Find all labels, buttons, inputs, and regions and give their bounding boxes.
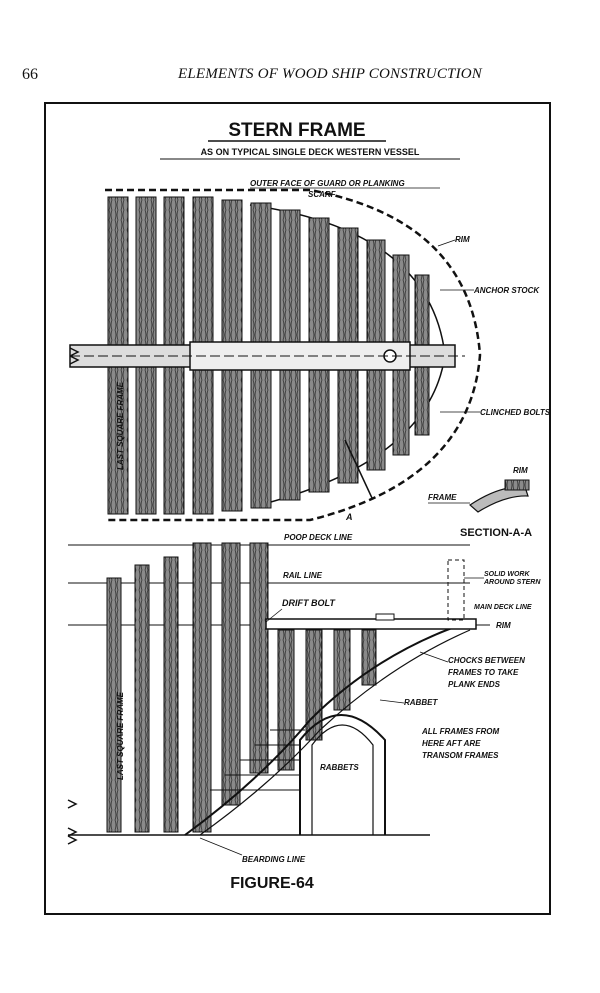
- transom-steps: [210, 729, 305, 791]
- figure-subtitle: AS ON TYPICAL SINGLE DECK WESTERN VESSEL: [201, 147, 420, 157]
- label-scarf: SCARF: [308, 190, 337, 199]
- elevation-frames: [106, 542, 377, 833]
- label-rim-section: RIM: [513, 466, 528, 475]
- label-clinched-bolts: CLINCHED BOLTS: [480, 408, 551, 417]
- main-deck-plank: [265, 618, 477, 630]
- label-last-square-frame-plan: LAST SQUARE FRAME: [116, 381, 125, 470]
- section-cut-line: [344, 439, 373, 499]
- label-rabbets: RABBETS: [320, 763, 359, 772]
- label-all-frames-2: HERE AFT ARE: [422, 739, 481, 748]
- page-number: 66: [22, 66, 38, 83]
- break-symbol-elevation: [67, 827, 78, 845]
- label-chocks-2: FRAMES TO TAKE: [448, 668, 519, 677]
- label-poop-deck-line: POOP DECK LINE: [284, 533, 353, 542]
- figure-title: STERN FRAME: [228, 120, 365, 141]
- label-all-frames-3: TRANSOM FRAMES: [422, 751, 499, 760]
- stern-curve: [184, 619, 476, 836]
- label-solid-work-1: SOLID WORK: [484, 571, 530, 578]
- label-rail-line: RAIL LINE: [283, 571, 323, 580]
- solid-work: [447, 559, 465, 621]
- label-chocks-3: PLANK ENDS: [448, 680, 501, 689]
- elevation-view: POOP DECK LINE RAIL LINE SOLID WORK AROU…: [67, 533, 541, 864]
- label-last-square-frame-elevation: LAST SQUARE FRAME: [116, 691, 125, 780]
- label-outer-face: OUTER FACE OF GUARD OR PLANKING: [250, 179, 405, 188]
- plan-view: OUTER FACE OF GUARD OR PLANKING SCARF RI…: [69, 179, 551, 522]
- label-rim-plan: RIM: [455, 235, 470, 244]
- label-chocks-1: CHOCKS BETWEEN: [448, 656, 525, 665]
- label-main-deck-line: MAIN DECK LINE: [474, 604, 532, 611]
- label-section-title: SECTION-A-A: [460, 527, 532, 539]
- label-rim-elevation: RIM: [496, 621, 511, 630]
- label-all-frames-1: ALL FRAMES FROM: [421, 727, 500, 736]
- break-symbol: [69, 347, 80, 365]
- running-head: ELEMENTS OF WOOD SHIP CONSTRUCTION: [177, 66, 483, 82]
- outer-face-line: [105, 188, 482, 522]
- label-anchor-stock: ANCHOR STOCK: [473, 286, 540, 295]
- figure-caption: FIGURE-64: [230, 875, 314, 892]
- label-drift-bolt: DRIFT BOLT: [282, 598, 336, 608]
- figure-frame: [44, 102, 551, 915]
- rudder-arch: [299, 714, 386, 835]
- section-a-a: RIM FRAME SECTION-A-A: [428, 466, 532, 539]
- label-section-marker: A: [345, 512, 353, 522]
- label-bearding-line: BEARDING LINE: [242, 855, 306, 864]
- deck-fitting: [375, 613, 395, 621]
- section-profile: [469, 486, 529, 513]
- label-solid-work-2: AROUND STERN: [483, 579, 541, 586]
- label-frame-section: FRAME: [428, 493, 457, 502]
- label-rabbet: RABBET: [404, 698, 438, 707]
